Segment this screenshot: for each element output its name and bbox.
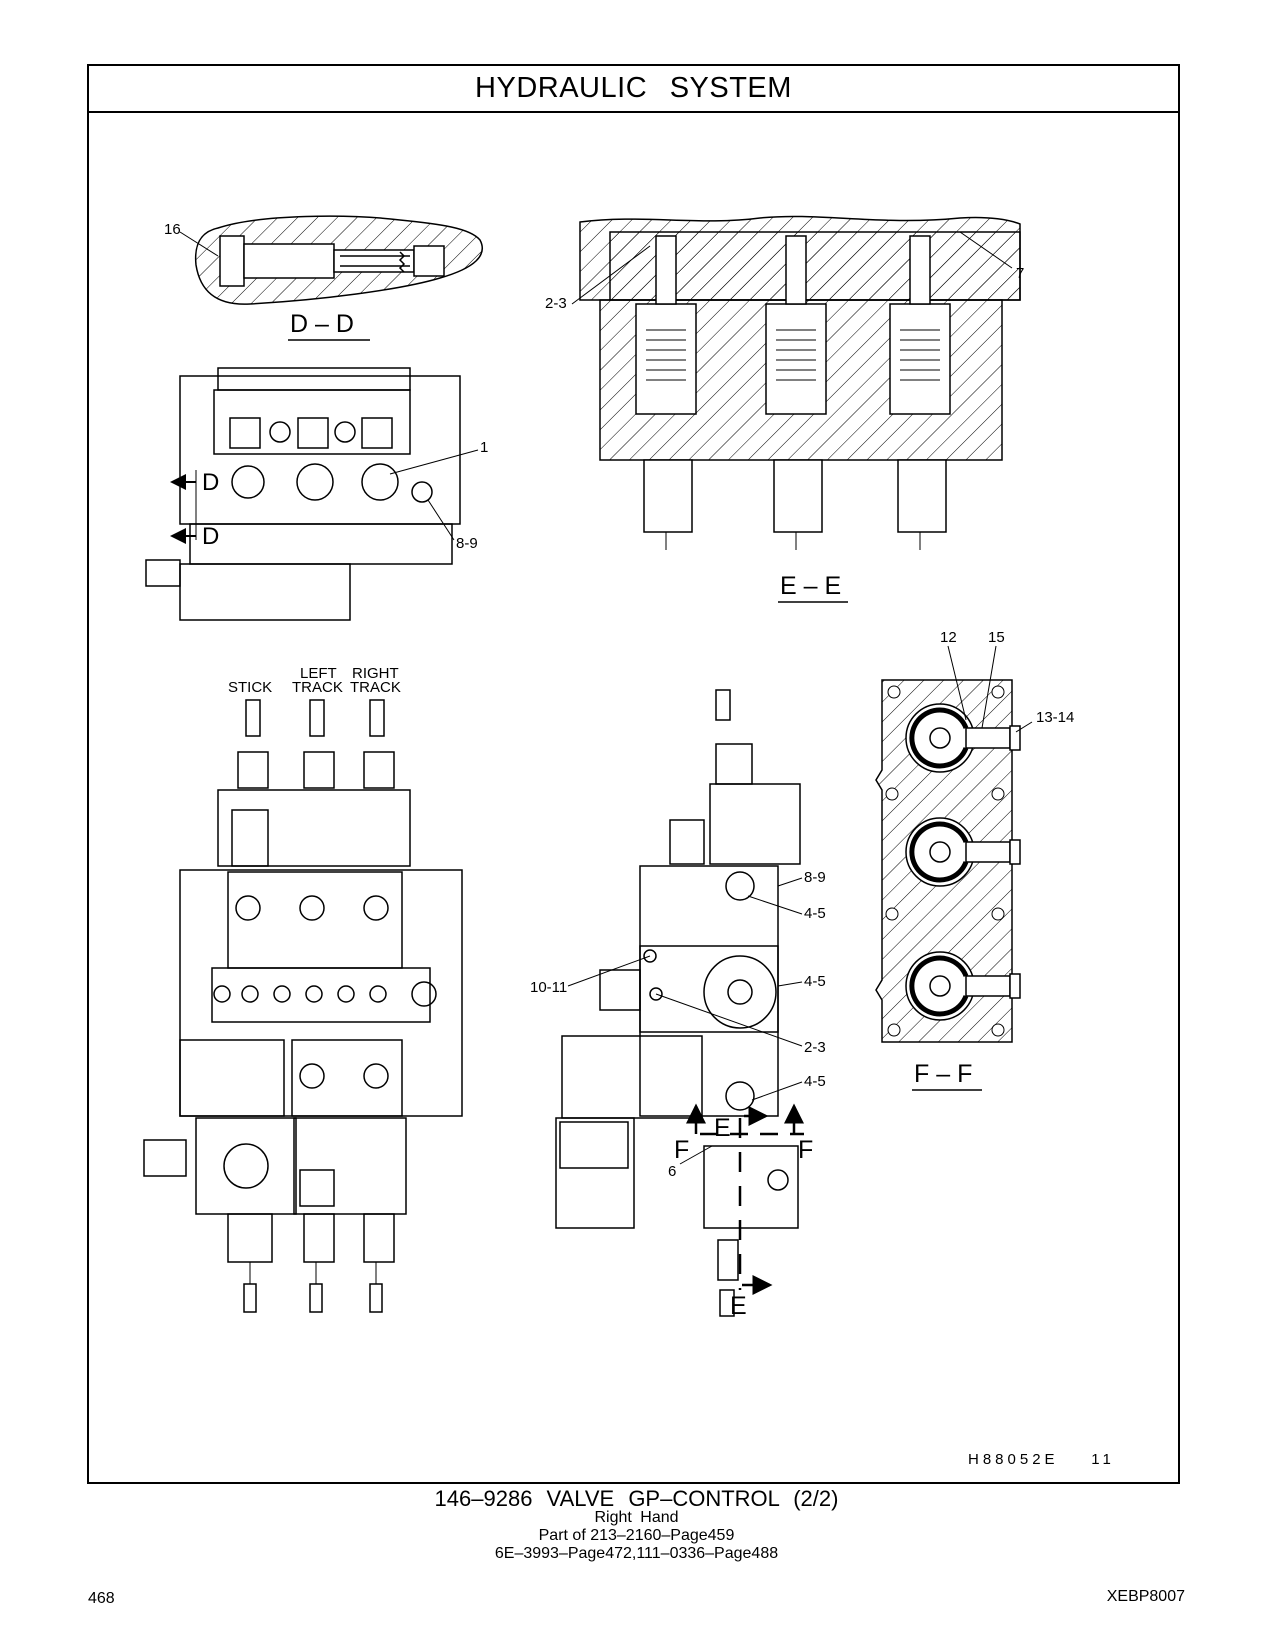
- svg-text:D: D: [202, 469, 219, 496]
- view-ee-label: E – E: [780, 572, 841, 600]
- callout-23-top-leader: [571, 245, 651, 305]
- solenoid-label-left-1: LEFT: [300, 665, 337, 682]
- page-title: HYDRAULIC SYSTEM: [475, 72, 792, 104]
- svg-text:D: D: [202, 523, 219, 550]
- section-line-e: [686, 1103, 804, 1295]
- caption-sub-1: Right Hand: [594, 1509, 679, 1526]
- callout-10-11: 10-11: [530, 979, 567, 996]
- title-bar: HYDRAULIC SYSTEM: [89, 66, 1178, 113]
- callout-4-5-c: 4-5: [804, 1073, 826, 1090]
- callout-45b-leader: [777, 981, 803, 987]
- section-mark-f-right: F: [798, 1136, 813, 1164]
- callout-13-14: 13-14: [1036, 709, 1074, 726]
- caption-main: 146–9286 VALVE GP–CONTROL (2/2): [434, 1486, 839, 1511]
- solenoid-label-right-1: RIGHT: [352, 665, 399, 682]
- solenoid-label-stick: STICK: [228, 679, 272, 696]
- callout-8-9-top: 8-9: [456, 535, 478, 552]
- callout-6: 6: [668, 1163, 676, 1180]
- solenoid-label-left-2: TRACK: [292, 679, 343, 696]
- callout-1-leader: [389, 449, 479, 475]
- callout-7: 7: [1016, 265, 1024, 282]
- caption-sub-2: Part of 213–2160–Page459: [538, 1527, 735, 1544]
- callout-12-leader: [947, 645, 967, 721]
- view-dd-drawing: [194, 215, 483, 305]
- view-dd-label: D – D: [290, 310, 354, 338]
- callout-45a-leader: [747, 895, 803, 915]
- section-mark-e-upper: E: [714, 1114, 731, 1142]
- solenoid-label-right-2: TRACK: [350, 679, 401, 696]
- page-number: 468: [88, 1590, 115, 1607]
- callout-16: 16: [164, 221, 181, 238]
- valve-top-view: [145, 367, 461, 621]
- view-ff-drawing: [875, 679, 1021, 1043]
- section-mark-e-lower: E: [730, 1292, 747, 1320]
- doc-code: XEBP8007: [1106, 1588, 1185, 1605]
- caption-sub-3: 6E–3993–Page472,111–0336–Page488: [494, 1545, 779, 1562]
- callout-45c-leader: [751, 1081, 803, 1101]
- callout-15: 15: [988, 629, 1005, 646]
- callout-4-5-a: 4-5: [804, 905, 826, 922]
- view-ff-label: F – F: [914, 1060, 972, 1088]
- callout-2-3-top: 2-3: [545, 295, 567, 312]
- callout-6-leader: [679, 1145, 713, 1165]
- callout-1314-leader: [1015, 721, 1033, 733]
- callout-15-leader: [981, 645, 997, 729]
- callout-12: 12: [940, 629, 957, 646]
- valve-side-view: [555, 689, 801, 1317]
- callout-89-right-leader: [777, 877, 803, 887]
- callout-1011-leader: [567, 955, 651, 987]
- section-mark-f-left: F: [674, 1136, 689, 1164]
- callout-4-5-b: 4-5: [804, 973, 826, 990]
- callout-8-9-right: 8-9: [804, 869, 826, 886]
- drawing-frame: HYDRAULIC SYSTEM: [87, 64, 1180, 1484]
- illustration-id: H88052E 11: [968, 1451, 1115, 1468]
- callout-23-bottom-leader: [655, 993, 803, 1047]
- section-mark-d-lower: D: [170, 523, 219, 550]
- section-mark-d-upper: D: [170, 469, 219, 496]
- callout-16-leader: [179, 231, 219, 257]
- callout-89-top-leader: [427, 499, 455, 541]
- valve-front-view: [143, 699, 463, 1313]
- callout-1: 1: [480, 439, 488, 456]
- callout-7-leader: [959, 231, 1013, 269]
- callout-2-3-bottom: 2-3: [804, 1039, 826, 1056]
- view-ee-drawing: [579, 215, 1021, 550]
